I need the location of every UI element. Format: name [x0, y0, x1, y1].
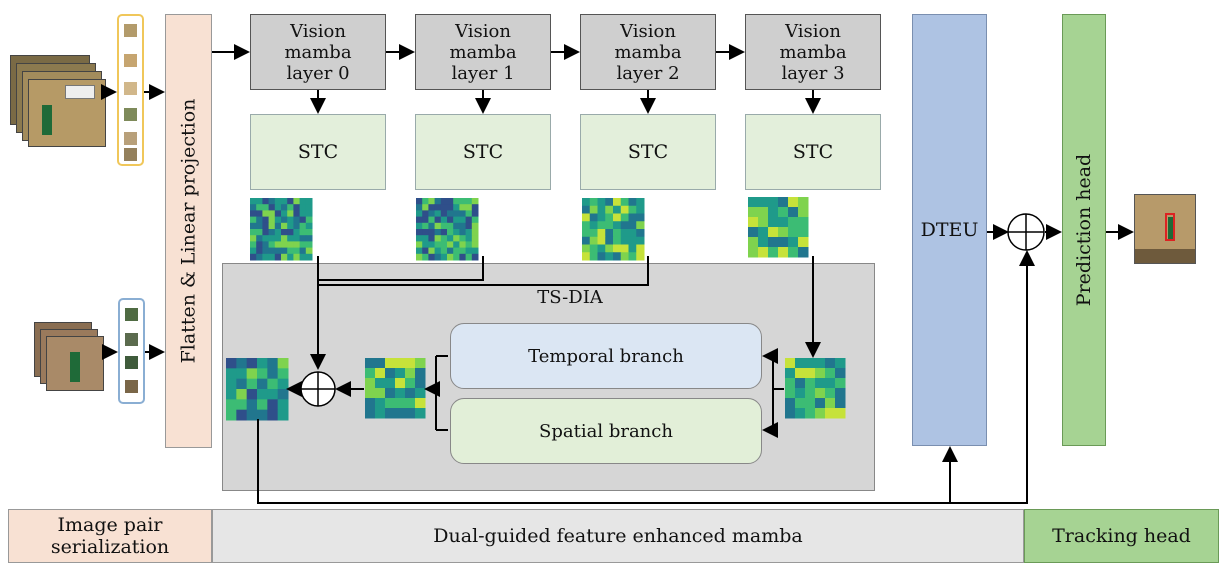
vision-mamba-layer-2: Vision mamba layer 2	[580, 14, 716, 90]
spatial-branch-label: Spatial branch	[539, 420, 673, 442]
bottom-serialization-section: Image pair serialization	[8, 509, 212, 563]
template-frames-stack	[34, 322, 109, 397]
ts-dia-title: TS-DIA	[537, 287, 603, 308]
stc-label: STC	[297, 141, 339, 163]
search-patch-sequence	[117, 14, 144, 166]
prediction-head-block: Prediction head	[1062, 14, 1106, 446]
dteu-block: DTEU	[912, 14, 987, 446]
bottom-enhanced-section: Dual-guided feature enhanced mamba	[212, 509, 1024, 563]
heatmap-stc-1	[416, 198, 479, 261]
vision-mamba-layer-3: Vision mamba layer 3	[745, 14, 881, 90]
stc-label: STC	[627, 141, 669, 163]
template-patch-sequence	[118, 298, 145, 404]
spatial-branch: Spatial branch	[450, 398, 762, 464]
bottom-tracking-section: Tracking head	[1024, 509, 1219, 563]
heatmap-stc-2	[582, 198, 645, 261]
dteu-label: DTEU	[920, 219, 979, 241]
flatten-linear-projection-block: Flatten & Linear projection	[165, 14, 212, 448]
vision-mamba-layer-0: Vision mamba layer 0	[250, 14, 386, 90]
vision-layer-label: Vision mamba layer 0	[284, 20, 352, 84]
stc-block-2: STC	[580, 114, 716, 190]
temporal-branch-label: Temporal branch	[528, 345, 684, 367]
tracking-label: Tracking head	[1052, 525, 1191, 547]
temporal-branch: Temporal branch	[450, 323, 762, 389]
stc-block-1: STC	[415, 114, 551, 190]
heatmap-stc-3	[748, 197, 809, 258]
heatmap-ts-input	[785, 358, 846, 419]
stc-block-3: STC	[745, 114, 881, 190]
heatmap-branch-output	[365, 358, 426, 419]
stc-label: STC	[792, 141, 834, 163]
vision-layer-label: Vision mamba layer 1	[449, 20, 517, 84]
stc-block-0: STC	[250, 114, 386, 190]
vision-mamba-layer-1: Vision mamba layer 1	[415, 14, 551, 90]
vision-layer-label: Vision mamba layer 2	[614, 20, 682, 84]
serialization-label: Image pair serialization	[50, 514, 170, 558]
heatmap-fused-output	[226, 358, 289, 421]
search-frames-stack	[10, 55, 110, 150]
vision-layer-label: Vision mamba layer 3	[779, 20, 847, 84]
heatmap-stc-0	[250, 198, 313, 261]
output-tracking-image	[1134, 194, 1196, 264]
stc-label: STC	[462, 141, 504, 163]
enhanced-label: Dual-guided feature enhanced mamba	[433, 525, 803, 547]
